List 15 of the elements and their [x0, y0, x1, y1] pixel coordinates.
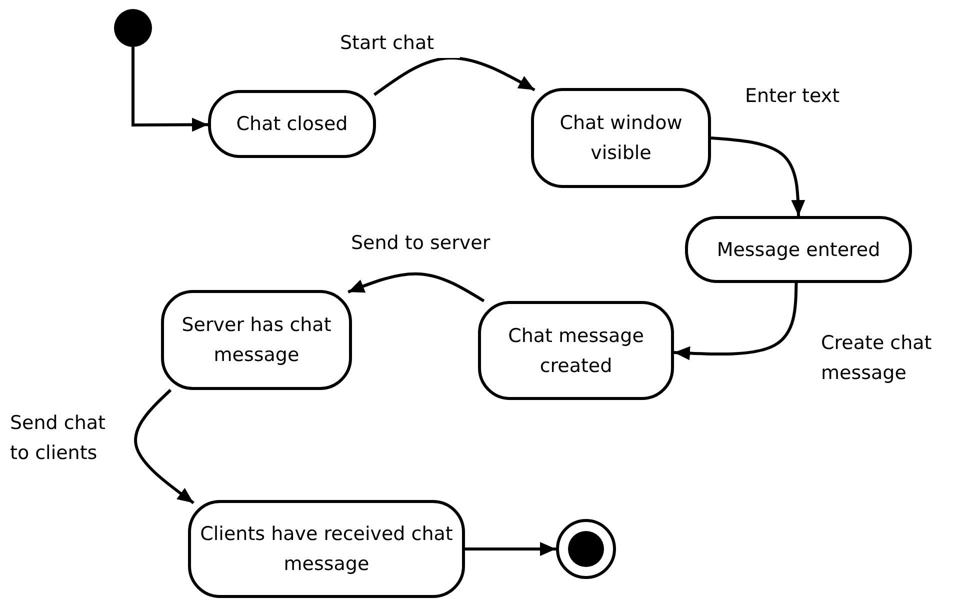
transition-arrow — [710, 136, 806, 216]
initial-state — [114, 9, 152, 47]
transition-arrow — [465, 542, 556, 556]
transition-arrow — [132, 47, 208, 132]
state-box: Clients have received chat message — [188, 500, 465, 598]
state-box: Chat window visible — [531, 88, 711, 188]
state-box: Chat message created — [478, 301, 674, 400]
transition-arrow — [674, 282, 798, 360]
state-box: Server has chat message — [161, 290, 352, 390]
final-state — [556, 519, 616, 579]
state-box: Message entered — [685, 216, 912, 283]
transition-arrow — [134, 388, 194, 504]
transition-arrow — [373, 56, 536, 96]
state-box: Chat closed — [208, 90, 376, 158]
transition-arrow — [348, 272, 485, 302]
